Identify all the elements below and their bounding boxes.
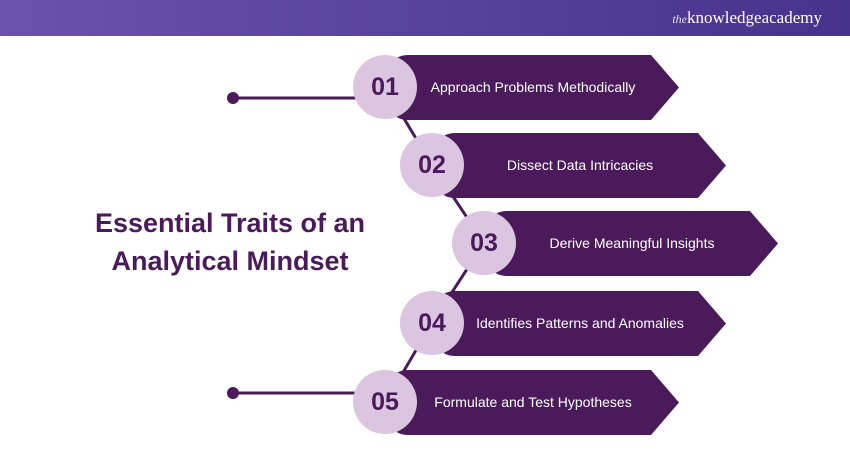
trait-label: Identifies Patterns and Anomalies <box>476 315 684 331</box>
trait-item-3: Derive Meaningful Insights 03 <box>452 211 782 276</box>
header-bar: theknowledgeacademy <box>0 0 850 36</box>
trait-label: Approach Problems Methodically <box>430 79 636 95</box>
trait-label: Derive Meaningful Insights <box>549 235 715 251</box>
banner-shape <box>388 370 679 435</box>
number-badge: 05 <box>353 370 417 434</box>
logo-text: knowledgeacademy <box>687 8 822 27</box>
trait-item-4: Identifies Patterns and Anomalies 04 <box>400 291 730 356</box>
title-line-1: Essential Traits of an <box>94 208 366 238</box>
diagram-title: Essential Traits of an Analytical Mindse… <box>60 204 400 280</box>
number-badge: 02 <box>400 133 464 197</box>
logo-prefix: the <box>672 12 687 26</box>
number-badge: 01 <box>353 55 417 119</box>
number-badge: 04 <box>400 291 464 355</box>
trait-item-2: Dissect Data Intricacies 02 <box>400 133 730 198</box>
trait-label: Dissect Data Intricacies <box>506 157 654 173</box>
banner-shape <box>487 211 778 276</box>
trait-item-1: Approach Problems Methodically 01 <box>353 55 683 120</box>
connector-dot <box>227 387 239 399</box>
trait-item-5: Formulate and Test Hypotheses 05 <box>353 370 683 435</box>
banner-shape <box>388 55 679 120</box>
banner-shape <box>435 291 726 356</box>
trait-label: Formulate and Test Hypotheses <box>434 394 632 410</box>
connector-dot <box>227 92 239 104</box>
number-badge: 03 <box>452 211 516 275</box>
brand-logo: theknowledgeacademy <box>672 8 822 28</box>
banner-shape <box>435 133 726 198</box>
title-line-2: Analytical Mindset <box>111 246 349 276</box>
